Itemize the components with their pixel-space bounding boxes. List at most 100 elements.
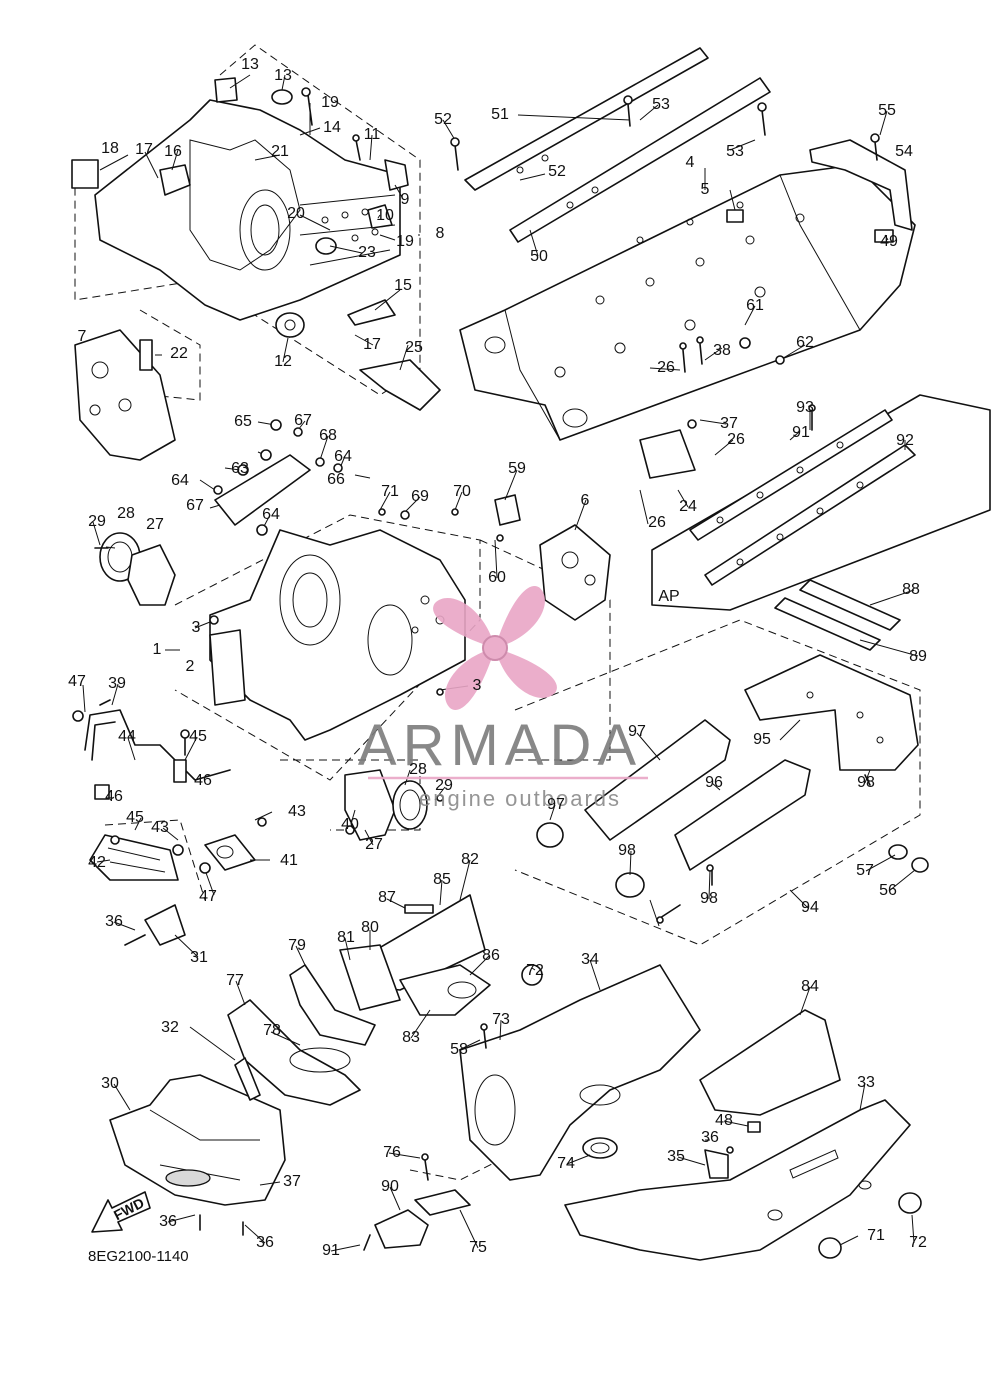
callout-40: 40 [341,816,359,833]
outline-group-ap [651,394,991,611]
callout-26: 26 [648,514,666,531]
callout-36: 36 [256,1234,274,1251]
bracket-35 [704,1149,729,1179]
callout-56: 56 [879,882,897,899]
cup-85 [399,964,491,1016]
callout-11: 11 [364,126,381,143]
outline-group-42 [104,819,206,901]
callout-91: 91 [792,424,810,441]
callout-96: 96 [705,774,723,791]
callout-26: 26 [727,431,745,448]
panel-94 [744,654,919,771]
callout-39: 39 [108,675,126,692]
strip-86 [404,904,434,914]
rail-50 [509,77,771,243]
callout-4: 4 [686,154,695,171]
callout-28: 28 [409,761,427,778]
callout-27: 27 [146,516,164,533]
bracket-16 [159,164,191,196]
outline-group-93 [514,619,921,946]
bracket-41 [204,834,256,871]
callout-65: 65 [234,413,252,430]
callout-88: 88 [902,581,920,598]
plug-71b [898,1192,922,1214]
callout-30: 30 [101,1075,119,1092]
propeller-logo [433,586,557,710]
callout-21: 21 [271,143,289,160]
callout-53: 53 [652,96,670,113]
callout-28: 28 [117,505,135,522]
callout-17: 17 [135,141,153,158]
pad-49 [874,229,894,243]
callout-72: 72 [909,1234,927,1251]
main-chassis [459,164,916,441]
callout-36: 36 [701,1129,719,1146]
callout-37: 37 [283,1173,301,1190]
callout-84: 84 [801,978,819,995]
strip-87 [774,597,881,651]
grommet-23 [315,237,337,255]
plate-89 [374,1209,429,1249]
callout-82: 82 [461,851,479,868]
callout-66: 66 [327,471,345,488]
callout-79: 79 [288,937,306,954]
plate-96 [584,719,731,841]
bracket-24 [639,429,696,479]
plate-74 [414,1189,471,1216]
hull-30 [109,1074,286,1206]
pin-22 [139,339,153,371]
callout-46: 46 [105,788,123,805]
callout-13: 13 [241,56,259,73]
callout-3: 3 [473,677,482,694]
bracket-18 [71,159,99,189]
callout-37: 37 [720,415,738,432]
bracket-9 [384,159,409,191]
callout-17: 17 [363,336,381,353]
callout-64: 64 [334,448,352,465]
outline-group-8 [74,44,421,396]
callout-22: 22 [170,345,188,362]
callout-42: 42 [88,854,106,871]
callout-63: 63 [231,460,249,477]
callout-20: 20 [287,205,305,222]
strip-88 [799,579,901,631]
pad-5 [726,209,744,223]
callout-95: 95 [753,731,771,748]
grommet-97a [536,822,564,848]
clip-48 [747,1121,761,1133]
callout-36: 36 [105,913,123,930]
ring-73 [582,1137,618,1159]
callout-62: 62 [796,334,814,351]
callout-70: 70 [453,483,471,500]
baffle-79 [339,944,401,1011]
callout-29: 29 [435,777,453,794]
callout-73: 73 [492,1011,510,1028]
watermark: ARMADA engine outboards [358,586,648,811]
cap-12 [275,312,305,338]
callout-19: 19 [321,94,339,111]
callout-43: 43 [288,803,306,820]
callout-25: 25 [405,339,423,356]
callout-1: 1 [153,641,162,658]
callout-75: 75 [469,1239,487,1256]
hull-34 [459,964,701,1181]
callout-72: 72 [526,962,544,979]
nut-56 [911,857,929,873]
callout-81: 81 [337,929,355,946]
callout-45: 45 [189,728,207,745]
callout-92: 92 [896,432,914,449]
callout-14: 14 [323,119,341,136]
baffle-78 [289,964,376,1046]
callout-90: 90 [381,1178,399,1195]
callout-23: 23 [358,244,376,261]
callout-9: 9 [401,191,410,208]
callout-67: 67 [294,412,312,429]
callout-59: 59 [508,460,526,477]
grab-handle-39 [84,699,231,781]
callout-10: 10 [376,207,394,224]
bracket-25 [359,359,441,411]
callout-78: 78 [263,1022,281,1039]
cap-46a [94,784,110,800]
drawing-code: 8EG2100-1140 [88,1248,189,1265]
callout-98: 98 [700,890,718,907]
